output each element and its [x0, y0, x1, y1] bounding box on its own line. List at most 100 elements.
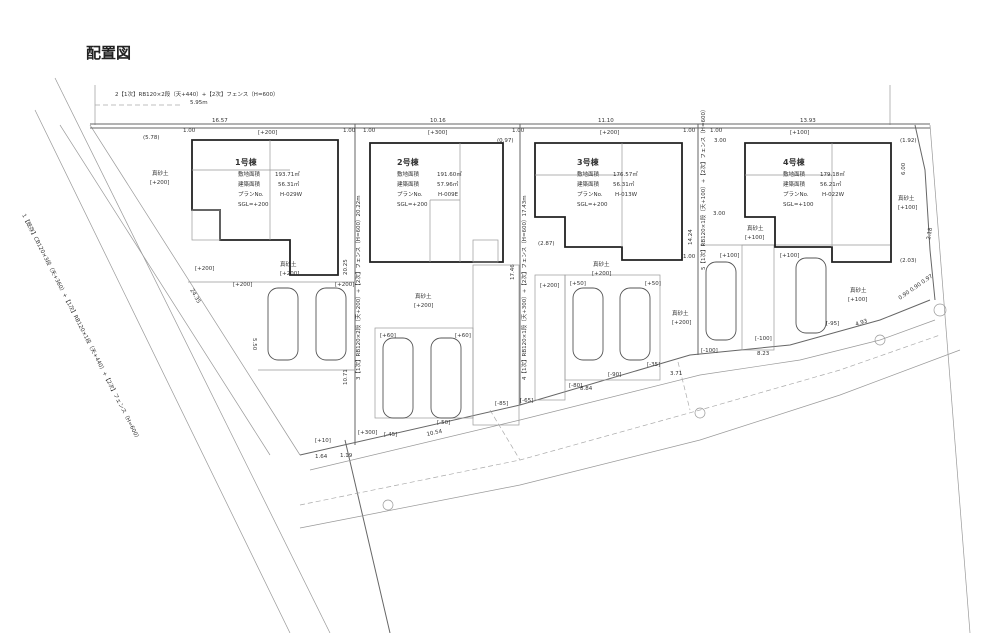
car-icon	[705, 261, 737, 341]
fence-note-top: 2【1次】RB120×2段（天+440）+【2次】フェンス（H=600）	[115, 90, 279, 98]
drawing-label: 6.00	[901, 162, 907, 175]
drawing-label: 10.71	[343, 369, 349, 385]
drawing-label: (0.97)	[497, 138, 514, 144]
drawing-label: 176.57㎡	[613, 170, 638, 178]
drawing-label: [+100]	[780, 253, 799, 259]
drawing-label: 建築面積	[397, 180, 420, 188]
drawing-label: 1.00	[683, 128, 696, 134]
drawing-label: 0.90 0.90 0.97	[898, 273, 935, 301]
road-lines	[34, 77, 971, 633]
top-dim: 11.10	[598, 118, 614, 124]
lot-boundaries	[90, 123, 930, 445]
car-icon	[572, 287, 604, 361]
drawing-label: (2.03)	[900, 258, 917, 264]
drawing-label: H-009E	[438, 192, 459, 198]
fence-note-left: 1【既存】CB120×3段（天+360）+【1次】RB120×1段（天+440）…	[20, 212, 142, 441]
car-icon	[430, 337, 462, 419]
drawing-label: [-100]	[755, 336, 772, 342]
soil-labels: 真砂土[+200] 真砂土[+200] 真砂土[+200] 真砂土[+200] …	[150, 169, 917, 326]
drawing-label: [+300]	[358, 430, 377, 436]
drawing-label: 1.00	[683, 254, 696, 260]
drawing-label: 2号棟	[397, 157, 420, 167]
drawing-label: 建築面積	[577, 180, 600, 188]
drawing-label: 4号棟	[783, 157, 806, 167]
drawing-label: 敷地面積	[783, 170, 806, 178]
drawing-label: 57.96㎡	[437, 180, 459, 188]
drawing-label: H-013W	[615, 192, 638, 198]
drawing-label: (5.78)	[143, 135, 160, 141]
drawing-label: 17.46	[510, 264, 516, 280]
car-icon	[619, 287, 651, 361]
drawing-label: 1.00	[710, 128, 723, 134]
drawing-label: [+50]	[645, 281, 661, 287]
drawing-label: 真砂土	[152, 169, 169, 177]
drawing-label: プランNo.	[238, 191, 264, 198]
fence-note-mid1: 3【1次】RB120×2段（天+200）+【2次】フェンス（H=600）20.2…	[354, 195, 362, 380]
drawing-label: [+200]	[672, 320, 691, 326]
drawing-label: [+200]	[600, 130, 619, 136]
drawing-label: 建築面積	[238, 180, 261, 188]
drawing-label: [+200]	[195, 266, 214, 272]
drawing-label: (2.87)	[538, 241, 555, 247]
drawing-label: 56.31㎡	[278, 180, 300, 188]
drawing-label: [+200]	[258, 130, 277, 136]
drawing-label: 真砂土	[593, 260, 610, 268]
drawing-label: 1.19	[340, 453, 353, 459]
top-dim: 13.93	[800, 118, 816, 124]
drawing-label: [+200]	[592, 271, 611, 277]
drawing-label: プランNo.	[783, 191, 809, 198]
drawing-label: 56.31㎡	[613, 180, 635, 188]
drawing-label: プランNo.	[577, 191, 603, 198]
drawing-label: [+50]	[570, 281, 586, 287]
parking-cars	[267, 257, 827, 419]
drawing-label: 4.93	[855, 318, 869, 328]
drawing-label: [-45]	[384, 432, 397, 438]
drawing-label: [-90]	[608, 372, 621, 378]
drawing-label: 3号棟	[577, 157, 600, 167]
manhole-icon	[933, 303, 947, 317]
drawing-label: H-022W	[822, 192, 845, 198]
drawing-label: 193.71㎡	[275, 170, 300, 178]
drawing-label: 2.18	[926, 227, 934, 241]
car-icon	[795, 257, 827, 334]
drawing-label: [+60]	[455, 333, 471, 339]
page-title: 配置図	[86, 44, 132, 62]
drawing-label: [-100]	[701, 348, 718, 354]
drawing-label: [+100]	[898, 205, 917, 211]
drawing-label: SGL=+200	[397, 202, 428, 208]
drawing-label: [+100]	[745, 235, 764, 241]
drawing-label: 10.54	[426, 429, 443, 438]
top-dim: 16.57	[212, 118, 228, 124]
drawing-label: [+200]	[414, 303, 433, 309]
drawing-label: 真砂土	[415, 292, 432, 300]
drawing-label: 1.00	[343, 128, 356, 134]
drawing-label: 3.00	[714, 138, 727, 144]
car-icon	[382, 337, 414, 419]
drawing-label: 敷地面積	[238, 170, 261, 178]
house-2	[369, 142, 504, 263]
drawing-label: 真砂土	[280, 260, 297, 268]
drawing-label: 179.18㎡	[820, 170, 845, 178]
fence-note-mid2: 4【1次】RB120×1段（天+300）+【2次】フェンス（H=600）17.4…	[520, 195, 528, 380]
fence-note-mid3: 5【1次】RB120×1段（天+100）+【2次】フェンス（H=600）	[699, 106, 707, 270]
manhole-icon	[694, 407, 706, 419]
drawing-label: [-65]	[520, 398, 533, 404]
drawing-label: [+200]	[540, 283, 559, 289]
drawing-label: [-85]	[495, 401, 508, 407]
drawing-label: [+200]	[150, 180, 169, 186]
drawing-label: 191.60㎡	[437, 170, 462, 178]
drawing-label: 14.24	[688, 229, 694, 245]
drawing-label: [+300]	[428, 130, 447, 136]
drawing-label: 敷地面積	[577, 170, 600, 178]
drawing-label: [+100]	[790, 130, 809, 136]
car-icon	[315, 287, 347, 361]
drawing-label: [+100]	[720, 253, 739, 259]
drawing-label: [+100]	[848, 297, 867, 303]
drawing-label: [-35]	[647, 362, 660, 368]
drawing-label: 24.35	[188, 288, 201, 305]
drawing-label: 8.84	[580, 386, 593, 392]
